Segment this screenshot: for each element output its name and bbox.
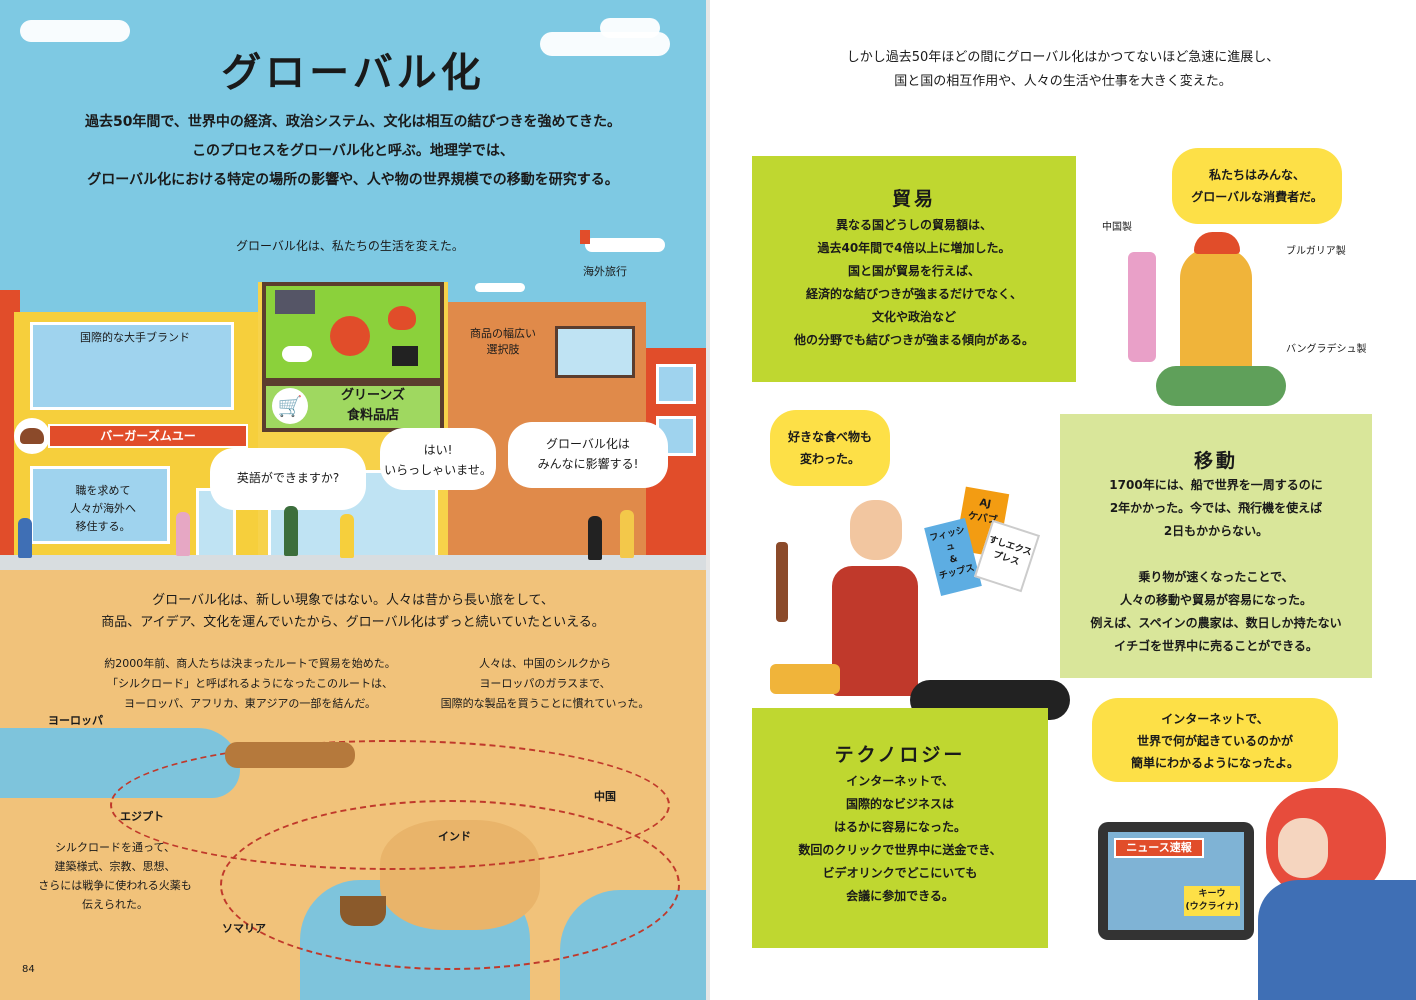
cloud: [20, 20, 130, 42]
airplane-icon: [475, 283, 525, 292]
silk-goods-text: 人々は、中国のシルクから ヨーロッパのガラスまで、 国際的な製品を買うことに慣れ…: [440, 657, 650, 710]
man-head: [850, 500, 902, 560]
place-label-india: インド: [438, 830, 471, 843]
person-figure: [18, 518, 32, 558]
headphones-icon: [330, 316, 370, 356]
movement-text: 1700年には、船で世界を一周するのに 2年かかった。今では、飛行機を使えば 2…: [1090, 478, 1342, 653]
page-gutter: [706, 0, 710, 1000]
place-label-somalia: ソマリア: [222, 922, 266, 935]
trade-text: 異なる国どうしの貿易額は、 過去40年間で4倍以上に増加した。 国と国が貿易を行…: [793, 218, 1034, 347]
right-intro: しかし過去50年ほどの間にグローバル化はかつてないほど急速に進展し、 国と国の相…: [846, 50, 1280, 89]
movement-box: 移動 1700年には、船で世界を一周するのに 2年かかった。今では、飛行機を使え…: [1060, 414, 1372, 678]
heart-icon: [388, 306, 416, 330]
grocery-label: グリーンズ 食料品店: [340, 388, 406, 423]
burger-icon: [14, 418, 50, 454]
technology-title: テクノロジー: [834, 744, 966, 766]
right-building-window: [656, 364, 696, 404]
silk-culture-text: シルクロードを通って、 建築様式、宗教、思想、 さらには戦争に使われる火薬も 伝…: [38, 841, 192, 911]
camera-icon: [392, 346, 418, 366]
silk-road-text: 約2000年前、商人たちは決まったルートで貿易を始めた。 「シルクロード」と呼ば…: [104, 657, 396, 710]
place-label-egypt: エジプト: [120, 810, 164, 823]
page-number: 84: [22, 964, 35, 975]
shopping-cart-icon: 🛒: [272, 388, 308, 424]
person-figure: [284, 506, 298, 556]
intro-text: 過去50年間で、世界中の経済、政治システム、文化は相互の結びつきを強めてきた。 …: [84, 114, 622, 188]
made-in-bulgaria-label: ブルガリア製: [1286, 246, 1346, 257]
technology-box: テクノロジー インターネットで、 国際的なビジネスは はるかに容易になった。 数…: [752, 708, 1048, 948]
laptop-icon: [275, 290, 315, 314]
camel-caravan-icon: [225, 742, 355, 768]
movement-title: 移動: [1193, 450, 1238, 472]
man-with-cap: [1180, 248, 1252, 378]
person-figure: [176, 512, 190, 556]
woman-face: [1278, 818, 1328, 878]
news-place-caption: キーウ (ウクライナ): [1184, 886, 1240, 916]
red-cap-icon: [1194, 232, 1240, 254]
clothing-window: [555, 326, 635, 378]
office-window: [30, 466, 170, 544]
cloud: [600, 18, 660, 38]
person-figure: [340, 514, 354, 558]
sea-route: [220, 800, 680, 970]
travel-label: 海外旅行: [583, 265, 627, 278]
person-figure: [620, 510, 634, 558]
made-in-china-label: 中国製: [1102, 222, 1132, 233]
place-label-china: 中国: [594, 790, 616, 803]
burger-sign: バーガーズムユー: [48, 424, 248, 448]
woman-sweater: [1258, 880, 1416, 1000]
man-with-menus: [832, 566, 918, 696]
food-tray-icon: [770, 664, 840, 694]
airplane-tail-icon: [580, 230, 590, 244]
internet-bubble: インターネットで、 世界で何が起きているのかが 簡単にわかるようになったよ。: [1092, 698, 1338, 782]
speech-bubble-welcome: はい! いらっしゃいませ。: [380, 428, 496, 490]
consumer-bubble: 私たちはみんな、 グローバルな消費者だ。: [1172, 148, 1342, 224]
technology-text: インターネットで、 国際的なビジネスは はるかに容易になった。 数回のクリックで…: [798, 774, 1002, 903]
migrate-label: 職を求めて 人々が海外へ 移住する。: [70, 484, 136, 533]
restaurant-window: [30, 322, 234, 410]
made-in-bangladesh-label: バングラデシュ製: [1286, 344, 1367, 355]
left-page: グローバル化 過去50年間で、世界中の経済、政治システム、文化は相互の結びつきを…: [0, 0, 706, 1000]
speech-bubble-everyone: グローバル化は みんなに影響する!: [508, 422, 668, 488]
history-text: グローバル化は、新しい現象ではない。人々は昔から長い旅をして、 商品、アイデア、…: [101, 593, 605, 630]
brand-label: 国際的な大手ブランド: [80, 331, 190, 344]
food-bubble: 好きな食べ物も 変わった。: [770, 410, 890, 486]
page-title: グローバル化: [221, 50, 485, 96]
scarf-icon: [1128, 252, 1156, 362]
gamepad-icon: [282, 346, 312, 362]
changed-caption: グローバル化は、私たちの生活を変えた。: [236, 239, 464, 253]
crossed-legs: [1156, 366, 1286, 406]
trade-title: 貿易: [891, 188, 936, 210]
trade-box: 貿易 異なる国どうしの貿易額は、 過去40年間で4倍以上に増加した。 国と国が貿…: [752, 156, 1076, 382]
right-page: しかし過去50年ほどの間にグローバル化はかつてないほど急速に進展し、 国と国の相…: [710, 0, 1416, 1000]
sidewalk: [0, 555, 706, 573]
breaking-news-banner: ニュース速報: [1114, 838, 1204, 858]
ship-icon: [340, 896, 386, 926]
speech-bubble-english: 英語ができますか?: [210, 448, 366, 510]
kebab-icon: [776, 542, 788, 622]
person-figure: [588, 516, 602, 560]
place-label-europe: ヨーロッパ: [48, 714, 103, 727]
airplane-icon: [585, 238, 665, 252]
choice-label: 商品の幅広い 選択肢: [470, 327, 536, 356]
